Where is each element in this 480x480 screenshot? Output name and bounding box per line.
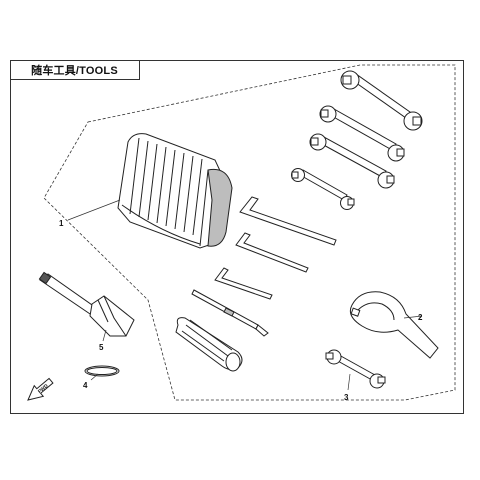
kit-boundary [43, 64, 456, 401]
hex-key-small [214, 267, 273, 300]
leader-3 [347, 373, 351, 391]
wrench-large [340, 70, 423, 131]
leader-5 [102, 329, 107, 342]
open-end-wrench-small [325, 349, 386, 389]
wrench-medium-2 [309, 133, 395, 189]
hex-key-large [239, 196, 337, 246]
callout-1: 1 [59, 219, 64, 228]
callout-4: 4 [83, 381, 88, 390]
callout-3: 3 [344, 393, 349, 402]
fwd-arrow-icon: FWD [27, 377, 54, 401]
o-ring [84, 365, 120, 377]
spark-plug-wrench [38, 271, 135, 337]
tool-roll-pouch [117, 133, 233, 249]
leader-2 [403, 315, 423, 319]
title-box: 随车工具/TOOLS [10, 60, 140, 80]
screwdriver [175, 289, 269, 372]
callout-5: 5 [99, 343, 104, 352]
diagram-title: 随车工具/TOOLS [31, 64, 118, 77]
hex-key-medium [235, 232, 309, 273]
callout-2: 2 [418, 313, 423, 322]
wrench-medium-1 [319, 105, 405, 162]
leader-1 [67, 199, 121, 221]
o-ring-inner [86, 367, 118, 375]
leader-4 [90, 373, 99, 381]
wrench-small [291, 168, 355, 210]
hook-spanner [349, 291, 439, 359]
